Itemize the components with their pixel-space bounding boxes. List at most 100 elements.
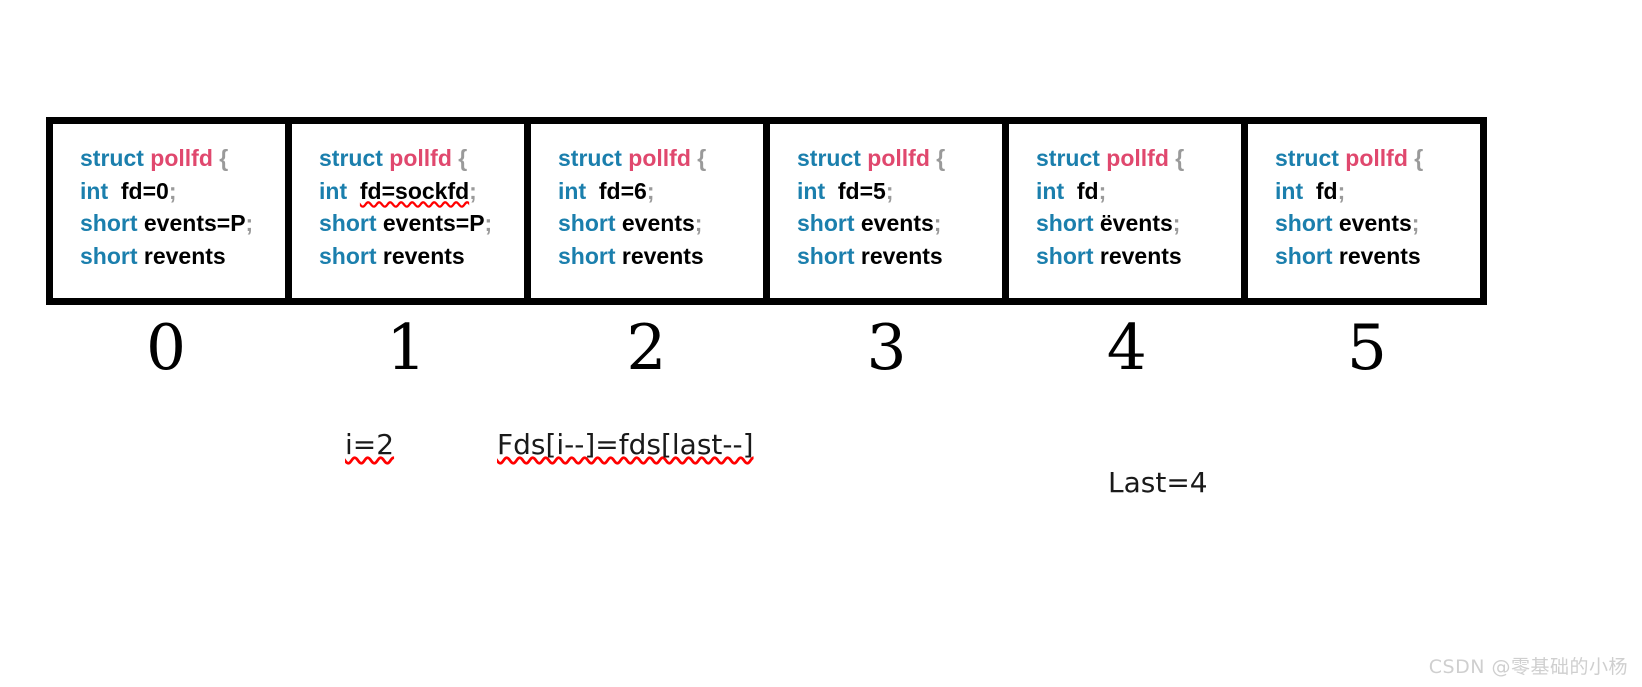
annotation-swap-expression: Fds[i--]=fds[last--] xyxy=(497,428,754,462)
struct-keyword: struct xyxy=(558,145,622,171)
struct-keyword: struct xyxy=(797,145,861,171)
annotation-index-variable-text: i=2 xyxy=(345,428,395,461)
revents-value: revents xyxy=(621,242,704,269)
struct-keyword: struct xyxy=(1275,145,1339,171)
revents-field-line: short revents xyxy=(558,240,763,273)
events-value: events=P xyxy=(143,210,246,236)
pollfd-cell-1: struct pollfd { int fd=sockfd; short eve… xyxy=(292,124,531,298)
struct-declaration-line: struct pollfd { xyxy=(80,142,285,175)
open-brace: { xyxy=(936,145,946,171)
int-keyword: int xyxy=(319,177,348,204)
int-keyword: int xyxy=(558,177,587,204)
array-index-4: 4 xyxy=(1106,311,1147,384)
int-keyword: int xyxy=(80,177,109,204)
pollfd-cell-0: struct pollfd { int fd=0; short events=P… xyxy=(53,124,292,298)
semicolon: ; xyxy=(694,210,703,236)
fd-value: fd xyxy=(1076,177,1099,204)
semicolon: ; xyxy=(933,210,942,236)
fd-field-line: int fd; xyxy=(1036,175,1241,208)
struct-keyword: struct xyxy=(80,145,144,171)
open-brace: { xyxy=(1414,145,1424,171)
array-index-row: 0 1 2 3 4 5 xyxy=(46,312,1487,384)
fd-value: fd xyxy=(1315,177,1338,204)
pollfd-type-name: pollfd xyxy=(150,145,213,171)
pollfd-type-name: pollfd xyxy=(1345,145,1408,171)
array-index-2: 2 xyxy=(626,311,667,384)
fd-field-line: int fd=5; xyxy=(797,175,1002,208)
annotation-last-variable-text: Last=4 xyxy=(1108,466,1208,499)
pollfd-type-name: pollfd xyxy=(389,145,452,171)
events-field-line: short ëvents; xyxy=(1036,207,1241,240)
short-keyword: short xyxy=(80,210,138,236)
events-value: ëvents xyxy=(1099,210,1173,236)
open-brace: { xyxy=(1175,145,1185,171)
revents-field-line: short revents xyxy=(1036,240,1241,273)
short-keyword: short xyxy=(1275,210,1333,236)
struct-declaration-line: struct pollfd { xyxy=(1036,142,1241,175)
revents-field-line: short revents xyxy=(797,240,1002,273)
semicolon: ; xyxy=(1337,177,1346,204)
revents-field-line: short revents xyxy=(1275,240,1480,273)
short-keyword: short xyxy=(1275,242,1333,269)
short-keyword: short xyxy=(558,242,616,269)
revents-value: revents xyxy=(382,242,465,269)
fd-value: fd=6 xyxy=(598,177,647,204)
pollfd-type-name: pollfd xyxy=(628,145,691,171)
array-index-5: 5 xyxy=(1346,311,1387,384)
short-keyword: short xyxy=(797,210,855,236)
struct-keyword: struct xyxy=(319,145,383,171)
semicolon: ; xyxy=(1172,210,1181,236)
short-keyword: short xyxy=(80,242,138,269)
revents-field-line: short revents xyxy=(319,240,524,273)
fd-value: fd=5 xyxy=(837,177,886,204)
struct-declaration-line: struct pollfd { xyxy=(558,142,763,175)
struct-keyword: struct xyxy=(1036,145,1100,171)
semicolon: ; xyxy=(646,177,655,204)
events-value: events xyxy=(860,210,934,236)
short-keyword: short xyxy=(319,210,377,236)
fd-value: fd=sockfd xyxy=(359,177,470,204)
semicolon: ; xyxy=(484,210,493,236)
struct-declaration-line: struct pollfd { xyxy=(1275,142,1480,175)
short-keyword: short xyxy=(558,210,616,236)
events-field-line: short events=P; xyxy=(80,207,285,240)
revents-value: revents xyxy=(860,242,943,269)
revents-value: revents xyxy=(1099,242,1182,269)
pollfd-cell-3: struct pollfd { int fd=5; short events; … xyxy=(770,124,1009,298)
int-keyword: int xyxy=(1036,177,1065,204)
semicolon: ; xyxy=(168,177,177,204)
fd-field-line: int fd=sockfd; xyxy=(319,175,524,208)
array-index-3: 3 xyxy=(866,311,907,384)
pollfd-cell-2: struct pollfd { int fd=6; short events; … xyxy=(531,124,770,298)
events-value: events xyxy=(1338,210,1412,236)
events-value: events=P xyxy=(382,210,485,236)
short-keyword: short xyxy=(797,242,855,269)
revents-field-line: short revents xyxy=(80,240,285,273)
pollfd-array-container: struct pollfd { int fd=0; short events=P… xyxy=(46,117,1487,305)
short-keyword: short xyxy=(1036,242,1094,269)
annotation-swap-expression-text: Fds[i--]=fds[last--] xyxy=(497,428,754,461)
annotation-index-variable: i=2 xyxy=(345,428,394,462)
semicolon: ; xyxy=(245,210,254,236)
events-value: events xyxy=(621,210,695,236)
fd-field-line: int fd=6; xyxy=(558,175,763,208)
pollfd-cell-5: struct pollfd { int fd; short events; sh… xyxy=(1248,124,1480,298)
revents-value: revents xyxy=(143,242,226,269)
events-field-line: short events; xyxy=(1275,207,1480,240)
pollfd-type-name: pollfd xyxy=(867,145,930,171)
short-keyword: short xyxy=(319,242,377,269)
struct-declaration-line: struct pollfd { xyxy=(319,142,524,175)
short-keyword: short xyxy=(1036,210,1094,236)
open-brace: { xyxy=(219,145,229,171)
fd-field-line: int fd; xyxy=(1275,175,1480,208)
annotation-last-variable: Last=4 xyxy=(1108,466,1208,500)
struct-declaration-line: struct pollfd { xyxy=(797,142,1002,175)
semicolon: ; xyxy=(885,177,894,204)
open-brace: { xyxy=(697,145,707,171)
pollfd-type-name: pollfd xyxy=(1106,145,1169,171)
events-field-line: short events; xyxy=(558,207,763,240)
pollfd-cell-4: struct pollfd { int fd; short ëvents; sh… xyxy=(1009,124,1248,298)
array-index-1: 1 xyxy=(386,311,427,384)
fd-field-line: int fd=0; xyxy=(80,175,285,208)
revents-value: revents xyxy=(1338,242,1421,269)
